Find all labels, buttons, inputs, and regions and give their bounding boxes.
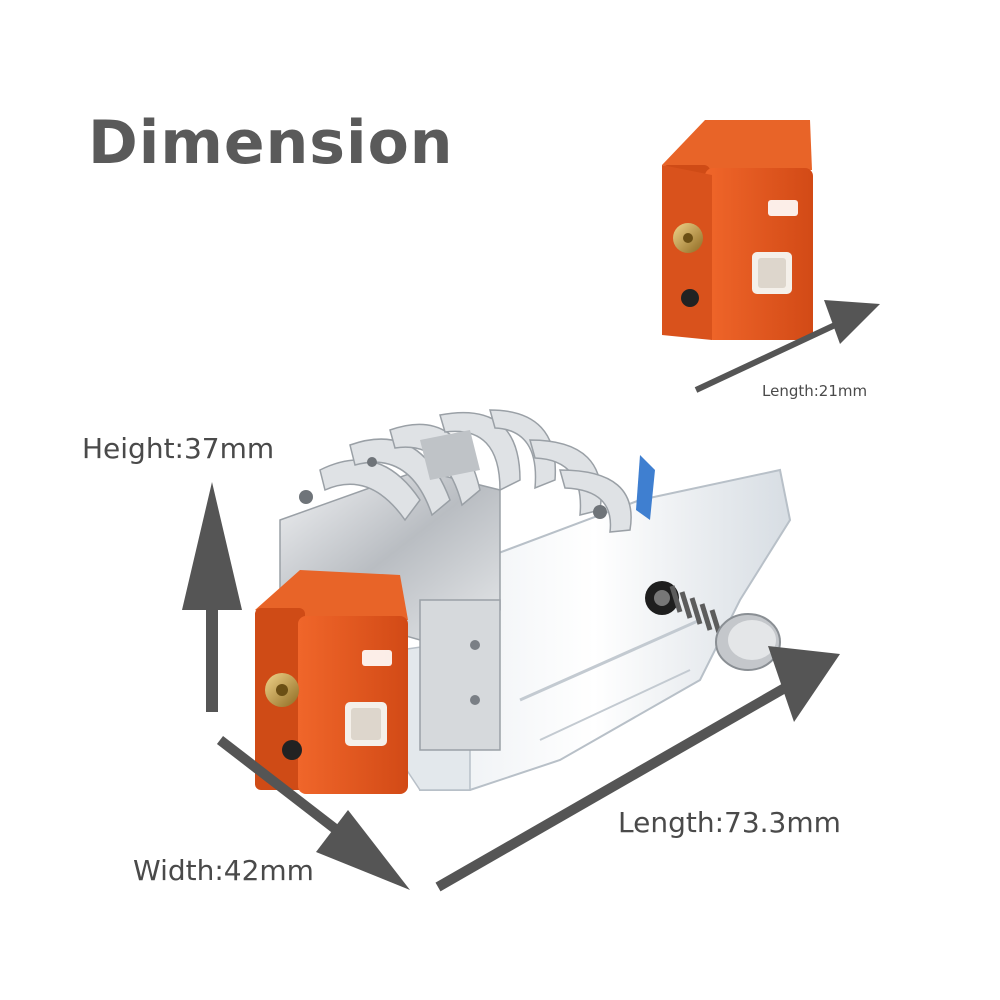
length-label: Length:73.3mm [618,806,841,839]
small-length-arrow [694,315,852,393]
width-label: Width:42mm [133,854,314,887]
tension-spring [645,581,781,671]
page-title: Dimension [88,108,454,178]
dimension-arrows [182,300,880,892]
extruder-assembly [279,409,792,791]
height-arrowhead [182,482,242,610]
heater-block-small [662,120,813,340]
heater-block-length-label: Length:21mm [762,382,868,400]
length-arrow [435,680,793,892]
height-label: Height:37mm [82,432,275,465]
width-arrowhead [316,810,410,890]
small-length-arrowhead [824,300,880,344]
heater-block-main [255,570,408,794]
length-arrowhead [768,646,840,722]
